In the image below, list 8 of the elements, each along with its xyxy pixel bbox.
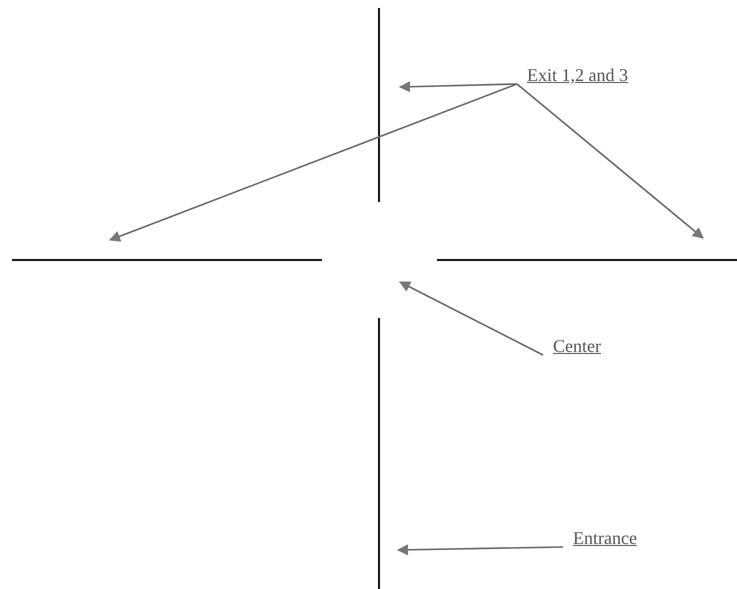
road-label: Entrance — [573, 528, 637, 548]
leader-arrow — [108, 83, 518, 242]
leader-arrow — [398, 81, 518, 92]
leader-arrow — [516, 83, 704, 239]
road-label: Exit 1,2 and 3 — [527, 65, 628, 85]
leader-arrow — [399, 281, 544, 356]
road-label: Center — [553, 336, 601, 356]
leader-arrow — [396, 544, 564, 556]
